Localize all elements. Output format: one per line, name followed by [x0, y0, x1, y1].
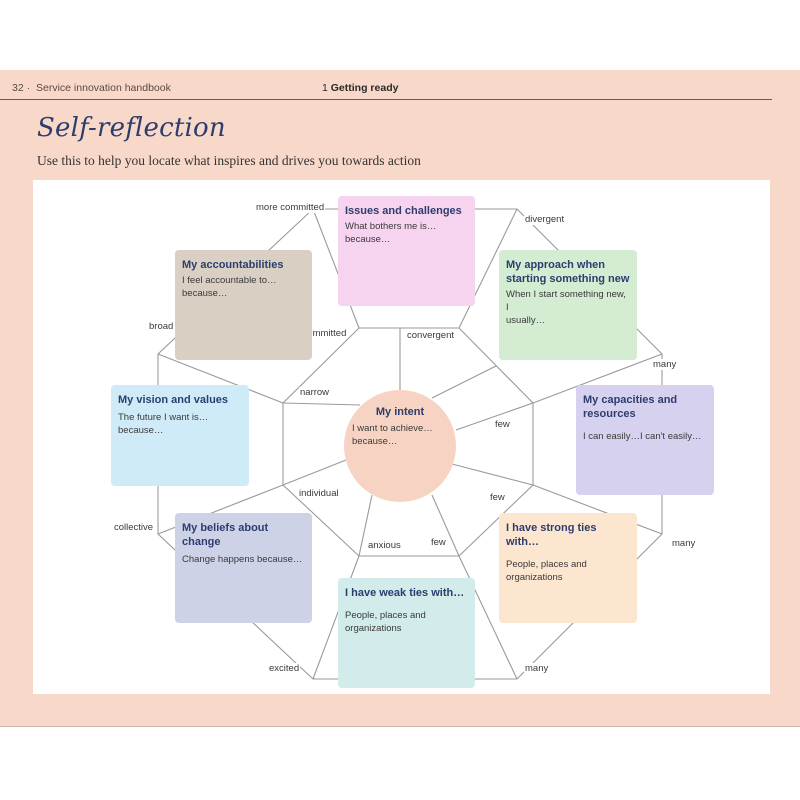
- box-line: I can easily…I can't easily…: [583, 431, 702, 442]
- capacities-box: My capacities and resources I can easily…: [576, 385, 714, 495]
- chapter-number: 1: [322, 82, 328, 94]
- box-line: I feel accountable to…: [182, 275, 277, 286]
- box-title: resources: [583, 408, 636, 420]
- label-broad: broad: [148, 321, 175, 332]
- spoke-se: [458, 555, 518, 680]
- spoke-nw: [312, 208, 360, 329]
- ray-ne: [431, 365, 497, 399]
- label-many-bottom: many: [524, 663, 550, 674]
- ray-w: [282, 459, 347, 486]
- spoke-es: [532, 484, 663, 535]
- ray-e: [455, 402, 534, 431]
- box-title: My vision and values: [118, 394, 229, 406]
- spoke-wn: [157, 353, 284, 404]
- spoke-sw: [312, 555, 360, 680]
- chapter-heading: 1 Getting ready: [322, 82, 398, 94]
- label-many-lower-right: many: [671, 538, 697, 549]
- label-narrow: narrow: [299, 387, 331, 398]
- label-anxious: anxious: [367, 540, 402, 551]
- box-line: because…: [182, 288, 228, 299]
- box-title: My accountabilities: [182, 259, 284, 271]
- page-number: 32 ·: [12, 82, 31, 94]
- box-line: Change happens because…: [182, 554, 303, 565]
- box-title: My approach when: [506, 259, 606, 271]
- box-line: organizations: [345, 623, 402, 634]
- label-divergent: divergent: [524, 214, 566, 225]
- label-excited: excited: [268, 663, 301, 674]
- box-title: I have strong ties with…: [506, 522, 597, 548]
- label-collective: collective: [113, 522, 155, 533]
- chapter-title: Getting ready: [330, 82, 399, 94]
- ray-sw: [358, 494, 373, 557]
- box-title: starting something new: [506, 273, 630, 285]
- intent-line: I want to achieve…: [352, 423, 433, 434]
- accountabilities-box: My accountabilities I feel accountable t…: [175, 250, 312, 360]
- page-edge: [0, 726, 800, 727]
- intent-line: because…: [352, 436, 398, 447]
- label-individual: individual: [298, 488, 340, 499]
- box-line: People, places and: [345, 610, 426, 621]
- ray-s: [431, 494, 460, 557]
- vision-values-box: My vision and values The future I want i…: [111, 385, 249, 486]
- label-convergent: convergent: [406, 330, 456, 341]
- spoke-ne: [458, 208, 518, 329]
- intent-circle: My intent I want to achieve… because…: [344, 390, 456, 502]
- approach-box: My approach when starting something new …: [499, 250, 637, 360]
- box-title: My capacities and: [583, 394, 678, 406]
- box-line: usually…: [506, 315, 546, 326]
- weak-ties-box: I have weak ties with… People, places an…: [338, 578, 475, 688]
- page-title: Self-reflection: [37, 113, 226, 143]
- ray-nw: [282, 402, 361, 406]
- header-rule: [0, 99, 772, 100]
- box-line: When I start something new, I: [506, 289, 626, 313]
- strong-ties-box: I have strong ties with… People, places …: [499, 513, 637, 623]
- spoke-en: [532, 353, 663, 404]
- ray-se: [451, 463, 534, 486]
- label-few-right: few: [494, 419, 511, 430]
- box-line: People, places and: [506, 559, 587, 570]
- box-title: My beliefs about change: [182, 522, 269, 548]
- label-few-bottom: few: [430, 537, 447, 548]
- label-more-committed: more committed: [255, 202, 326, 213]
- box-title: I have weak ties with…: [345, 587, 465, 599]
- book-title: Service innovation handbook: [36, 82, 171, 94]
- label-many-right: many: [652, 359, 678, 370]
- page-subtitle: Use this to help you locate what inspire…: [37, 153, 421, 168]
- label-few-lower-right: few: [489, 492, 506, 503]
- box-line: because…: [345, 234, 391, 245]
- box-line: organizations: [506, 572, 563, 583]
- box-line: What bothers me is…: [345, 221, 437, 232]
- box-line: because…: [118, 425, 164, 436]
- beliefs-box: My beliefs about change Change happens b…: [175, 513, 312, 623]
- box-line: The future I want is…: [118, 412, 209, 423]
- issues-challenges-box: Issues and challenges What bothers me is…: [338, 196, 475, 306]
- intent-title: My intent: [375, 406, 425, 418]
- label-less-committed: less committed: [282, 328, 348, 339]
- box-title: Issues and challenges: [345, 205, 462, 217]
